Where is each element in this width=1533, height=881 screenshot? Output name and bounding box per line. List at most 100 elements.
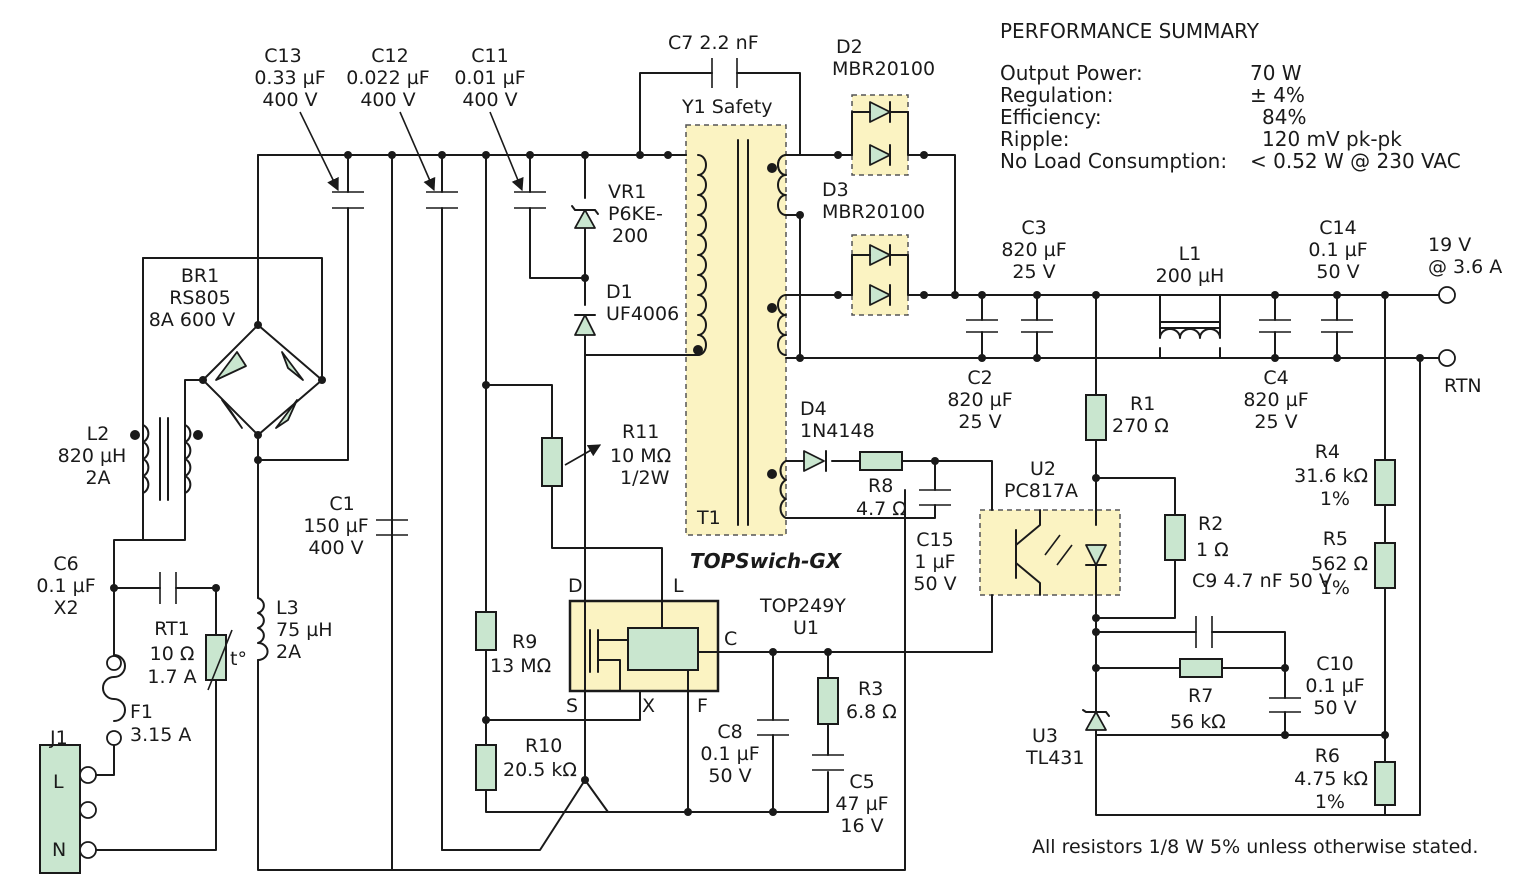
c13-rating: 400 V: [262, 89, 317, 111]
vr1-value: P6KE-: [608, 203, 663, 225]
c14-label: C14: [1319, 217, 1356, 239]
u2-value: PC817A: [1004, 480, 1078, 502]
c1-label: C1: [329, 493, 354, 515]
rt1-symbol: t°: [230, 648, 247, 670]
d1-value: UF4006: [606, 303, 679, 325]
connector-pin-l: L: [53, 771, 64, 793]
l2-rating: 2A: [85, 467, 110, 489]
c5-value: 47 µF: [835, 793, 888, 815]
r9-value: 13 MΩ: [490, 655, 551, 677]
c5-label: C5: [849, 771, 874, 793]
c10-label: C10: [1316, 653, 1353, 675]
output-rtn: RTN: [1444, 375, 1482, 397]
r2-value: 1 Ω: [1196, 539, 1229, 561]
summary-value: 120 mV pk-pk: [1262, 127, 1402, 151]
pin-f: F: [697, 695, 708, 717]
br1-value: RS805: [169, 287, 231, 309]
c8-rating: 50 V: [708, 765, 751, 787]
d3-label: D3: [822, 179, 849, 201]
pin-d: D: [568, 575, 583, 597]
c3-label: C3: [1021, 217, 1046, 239]
c14-value: 0.1 µF: [1308, 239, 1367, 261]
c12-value: 0.022 µF: [346, 67, 429, 89]
summary-label: Output Power:: [1000, 61, 1143, 85]
component-labels: C13 0.33 µF 400 V C12 0.022 µF 400 V C11…: [36, 32, 1368, 837]
c8-label: C8: [717, 721, 742, 743]
d3-box: [851, 234, 909, 316]
rt1-rating: 1.7 A: [147, 666, 196, 688]
u3-label: U3: [1032, 725, 1058, 747]
summary-value: ± 4%: [1250, 83, 1305, 107]
r4-value: 31.6 kΩ: [1294, 465, 1368, 487]
r8-label: R8: [868, 475, 893, 497]
footnote: All resistors 1/8 W 5% unless otherwise …: [1032, 836, 1478, 858]
output-voltage: 19 V: [1428, 234, 1471, 256]
d4-label: D4: [800, 398, 827, 420]
c11-value: 0.01 µF: [454, 67, 525, 89]
controller-ref: U1: [793, 617, 819, 639]
r6-value: 4.75 kΩ: [1294, 768, 1368, 790]
c4-label: C4: [1263, 367, 1288, 389]
r3-value: 6.8 Ω: [846, 701, 897, 723]
r4-rating: 1%: [1320, 488, 1350, 510]
r3-label: R3: [858, 678, 883, 700]
active-devices: [589, 509, 1073, 692]
r8-value: 4.7 Ω: [856, 498, 907, 520]
c6-label: C6: [53, 553, 78, 575]
resistors: [205, 394, 1396, 806]
c15-rating: 50 V: [913, 573, 956, 595]
vr1-rating: 200: [612, 225, 648, 247]
diodes: [202, 101, 1110, 731]
c2-label: C2: [967, 367, 992, 389]
pin-x: X: [642, 695, 655, 717]
d2-value: MBR20100: [832, 58, 935, 80]
d3-value: MBR20100: [822, 201, 925, 223]
controller-part: TOP249Y: [759, 595, 846, 617]
r5-value: 562 Ω: [1311, 553, 1368, 575]
l3-value: 75 µH: [276, 619, 333, 641]
r11-value: 10 MΩ: [610, 445, 671, 467]
c10-rating: 50 V: [1313, 697, 1356, 719]
summary-label: No Load Consumption:: [1000, 149, 1227, 173]
r6-rating: 1%: [1315, 791, 1345, 813]
summary-label: Ripple:: [1000, 127, 1069, 151]
c1-value: 150 µF: [303, 515, 368, 537]
c2-rating: 25 V: [958, 411, 1001, 433]
magnetics: [102, 139, 1221, 722]
terminals: [39, 286, 1456, 874]
c9-label: C9 4.7 nF 50 V: [1192, 570, 1332, 592]
summary-value: 70 W: [1250, 61, 1302, 85]
c3-value: 820 µF: [1001, 239, 1066, 261]
d4-value: 1N4148: [800, 420, 875, 442]
summary-label: Regulation:: [1000, 83, 1114, 107]
c6-rating: X2: [53, 597, 78, 619]
c3-rating: 25 V: [1012, 261, 1055, 283]
c2-value: 820 µF: [947, 389, 1012, 411]
pin-c: C: [724, 628, 737, 650]
pin-l: L: [673, 575, 684, 597]
l2-label: L2: [87, 423, 110, 445]
capacitors: [159, 58, 1353, 771]
c11-label: C11: [471, 45, 508, 67]
transformer-label: Y1 Safety: [681, 96, 773, 118]
c12-rating: 400 V: [360, 89, 415, 111]
c11-rating: 400 V: [462, 89, 517, 111]
r10-value: 20.5 kΩ: [503, 759, 577, 781]
rt1-label: RT1: [154, 618, 190, 640]
c15-label: C15: [916, 529, 953, 551]
r7-value: 56 kΩ: [1170, 711, 1226, 733]
l3-label: L3: [276, 597, 299, 619]
d1-label: D1: [606, 281, 633, 303]
connector-pin-n: N: [52, 839, 66, 861]
c6-value: 0.1 µF: [36, 575, 95, 597]
summary-title: PERFORMANCE SUMMARY: [1000, 19, 1260, 43]
summary-value: 84%: [1262, 105, 1306, 129]
l3-rating: 2A: [276, 641, 301, 663]
c5-rating: 16 V: [840, 815, 883, 837]
r9-label: R9: [512, 631, 537, 653]
connector-ref: J1: [49, 727, 68, 749]
l1-value: 200 µH: [1156, 265, 1225, 287]
l1-label: L1: [1179, 243, 1202, 265]
f1-label: F1: [130, 701, 153, 723]
c4-value: 820 µF: [1243, 389, 1308, 411]
